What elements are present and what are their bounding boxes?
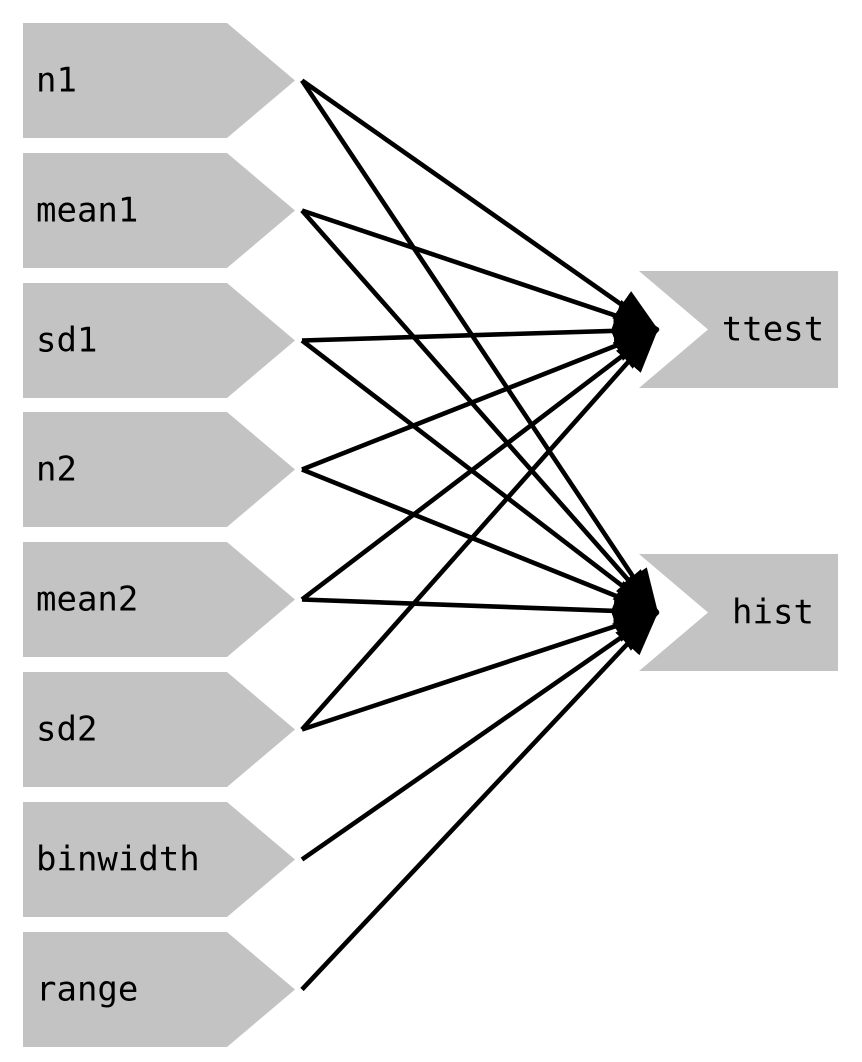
input-node-label-n1: n1 xyxy=(36,61,77,101)
nodes-layer: n1 mean1 sd1 n2 mean2 sd2 binwidth range ttest hi… xyxy=(23,23,838,1047)
edge-mean2-to-hist xyxy=(301,594,660,628)
edge-mean1-to-hist xyxy=(300,208,659,615)
edge-n2-to-hist xyxy=(301,467,660,615)
output-node-label-ttest: ttest xyxy=(722,310,824,350)
input-node-mean1 xyxy=(23,153,295,268)
edge-range-to-hist xyxy=(300,610,659,992)
input-node-sd1 xyxy=(23,283,295,398)
edge-sd2-to-hist xyxy=(301,610,660,732)
edge-sd1-to-hist xyxy=(300,338,660,615)
input-node-mean2 xyxy=(23,542,295,657)
edge-mean1-to-ttest xyxy=(301,208,660,332)
output-node-ttest xyxy=(639,271,838,388)
input-node-label-mean1: mean1 xyxy=(36,191,138,231)
input-node-sd2 xyxy=(23,672,295,787)
output-node-label-hist: hist xyxy=(732,593,814,633)
input-node-label-sd1: sd1 xyxy=(36,321,97,361)
input-node-n1 xyxy=(23,23,295,138)
input-node-range xyxy=(23,932,295,1047)
input-node-n2 xyxy=(23,412,295,527)
output-node-hist xyxy=(639,554,838,671)
edge-sd2-to-ttest xyxy=(300,327,659,732)
edge-sd1-to-ttest xyxy=(301,314,660,348)
edge-mean2-to-ttest xyxy=(300,327,660,602)
edges-layer xyxy=(300,78,660,992)
edge-n1-to-ttest xyxy=(300,78,660,332)
input-node-binwidth xyxy=(23,802,295,917)
edge-n1-to-hist xyxy=(300,79,659,615)
input-node-label-sd2: sd2 xyxy=(36,710,97,750)
input-node-label-n2: n2 xyxy=(36,450,77,490)
edge-binwidth-to-hist xyxy=(300,610,660,862)
input-node-label-range: range xyxy=(36,970,138,1010)
edge-n2-to-ttest xyxy=(301,327,660,472)
input-node-label-mean2: mean2 xyxy=(36,580,138,620)
input-node-label-binwidth: binwidth xyxy=(36,840,200,880)
